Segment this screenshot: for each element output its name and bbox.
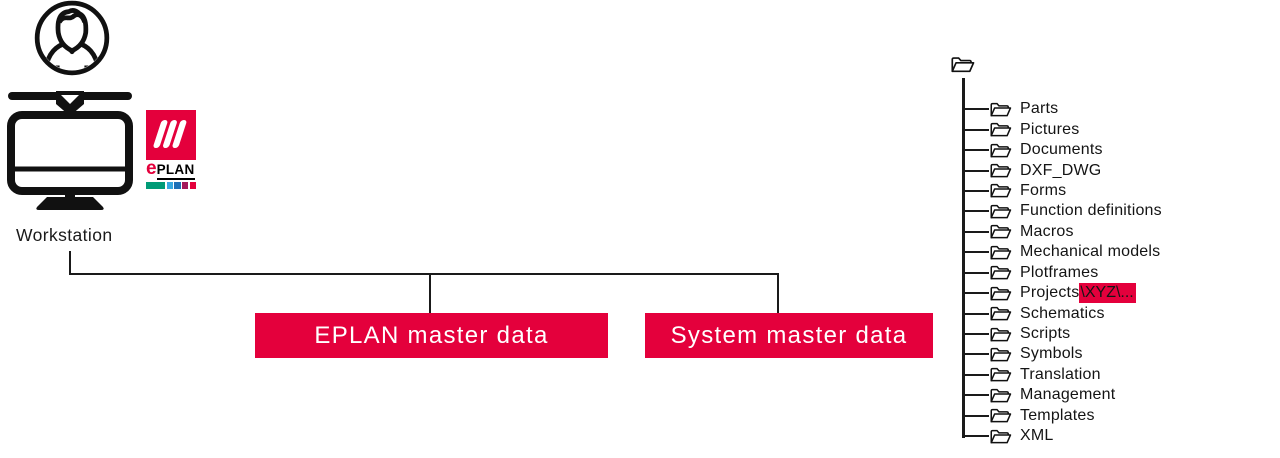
tree-branch-line xyxy=(962,189,989,192)
tree-item-macros: Macros xyxy=(962,222,1162,242)
eplan-wordmark-plan: PLAN xyxy=(156,163,195,180)
folder-icon xyxy=(989,162,1012,179)
folder-icon xyxy=(989,428,1012,445)
folder-icon xyxy=(989,366,1012,383)
connector-horizontal xyxy=(69,273,779,275)
workstation-label: Workstation xyxy=(16,225,113,245)
tree-item-management: Management xyxy=(962,385,1162,405)
folder-label: Scripts xyxy=(1020,325,1071,343)
folder-icon xyxy=(989,142,1012,159)
tree-item-templates: Templates xyxy=(962,406,1162,426)
tree-item-dxf-dwg: DXF_DWG xyxy=(962,160,1162,180)
projects-path-highlight: \XYZ\... xyxy=(1079,282,1136,304)
eplan-logo-color-bar xyxy=(146,182,196,189)
color-bar-segment xyxy=(166,182,173,189)
user-icon xyxy=(34,0,110,76)
tree-item-parts: Parts xyxy=(962,99,1162,119)
folder-icon xyxy=(989,305,1012,322)
tree-item-plotframes: Plotframes xyxy=(962,263,1162,283)
connector-workstation-vertical xyxy=(69,251,71,273)
tree-item-scripts: Scripts xyxy=(962,324,1162,344)
color-bar-segment xyxy=(182,182,189,189)
tree-branch-line xyxy=(962,292,989,295)
folder-icon xyxy=(989,346,1012,363)
eplan-logo: e PLAN xyxy=(144,110,196,189)
tree-item-forms: Forms xyxy=(962,181,1162,201)
folder-label: Symbols xyxy=(1020,345,1083,363)
folder-icon xyxy=(989,407,1012,424)
eplan-wordmark: e PLAN xyxy=(146,158,196,180)
folder-label: Projects xyxy=(1020,284,1080,302)
tree-item-pictures: Pictures xyxy=(962,119,1162,139)
folder-icon xyxy=(989,285,1012,302)
tree-item-function-definitions: Function definitions xyxy=(962,201,1162,221)
tree-branch-line xyxy=(962,230,989,233)
folder-label: Schematics xyxy=(1020,304,1105,322)
folder-icon xyxy=(989,182,1012,199)
folder-label: XML xyxy=(1020,427,1054,445)
tree-branch-line xyxy=(962,251,989,254)
tree-trunk-line xyxy=(962,78,965,438)
folder-label: Macros xyxy=(1020,222,1074,240)
tree-branch-line xyxy=(962,333,989,336)
eplan-wordmark-e: e xyxy=(146,158,157,179)
tree-branch-line xyxy=(962,149,989,152)
color-bar-segment xyxy=(189,182,196,189)
tree-item-mechanical-models: Mechanical models xyxy=(962,242,1162,262)
tree-branch-line xyxy=(962,394,989,397)
connector-system-box-vertical xyxy=(777,273,779,314)
folder-label: Plotframes xyxy=(1020,263,1099,281)
folder-icon xyxy=(989,121,1012,138)
eplan-logo-mark xyxy=(146,110,196,160)
folder-icon xyxy=(989,264,1012,281)
tree-branch-line xyxy=(962,108,989,111)
folder-label: Documents xyxy=(1020,141,1103,159)
folder-icon xyxy=(989,223,1012,240)
eplan-master-data-box: EPLAN master data xyxy=(255,313,608,358)
folder-icon xyxy=(989,101,1012,118)
tree-branch-line xyxy=(962,414,989,417)
tree-item-documents: Documents xyxy=(962,140,1162,160)
tree-branch-line xyxy=(962,169,989,172)
tree-branch-line xyxy=(962,435,989,438)
folder-icon xyxy=(989,203,1012,220)
tree-branch-line xyxy=(962,128,989,131)
workstation-monitor-icon xyxy=(7,91,133,210)
tree-item-symbols: Symbols xyxy=(962,344,1162,364)
folder-label: Pictures xyxy=(1020,120,1080,138)
system-master-data-box: System master data xyxy=(645,313,933,358)
tree-branch-line xyxy=(962,373,989,376)
tree-branch-line xyxy=(962,271,989,274)
tree-item-schematics: Schematics xyxy=(962,303,1162,323)
folder-icon xyxy=(989,244,1012,261)
color-bar-segment xyxy=(174,182,181,189)
tree-item-xml: XML xyxy=(962,426,1162,446)
folder-tree: Parts Pictures Documents DXF_DWG Forms F… xyxy=(962,99,1162,446)
color-bar-segment xyxy=(146,182,166,189)
tree-item-translation: Translation xyxy=(962,365,1162,385)
folder-label: Function definitions xyxy=(1020,202,1162,220)
tree-branch-line xyxy=(962,353,989,356)
folder-label: Forms xyxy=(1020,181,1067,199)
root-folder-icon xyxy=(950,55,975,74)
folder-label: Parts xyxy=(1020,100,1059,118)
tree-item-projects: Projects\XYZ\... xyxy=(962,282,1162,304)
connector-eplan-box-vertical xyxy=(429,273,431,314)
folder-label: Templates xyxy=(1020,406,1095,424)
folder-label: Mechanical models xyxy=(1020,243,1161,261)
folder-label: Translation xyxy=(1020,365,1101,383)
folder-label: DXF_DWG xyxy=(1020,161,1102,179)
tree-branch-line xyxy=(962,210,989,213)
folder-label: Management xyxy=(1020,386,1116,404)
tree-branch-line xyxy=(962,312,989,315)
folder-icon xyxy=(989,326,1012,343)
folder-icon xyxy=(989,387,1012,404)
